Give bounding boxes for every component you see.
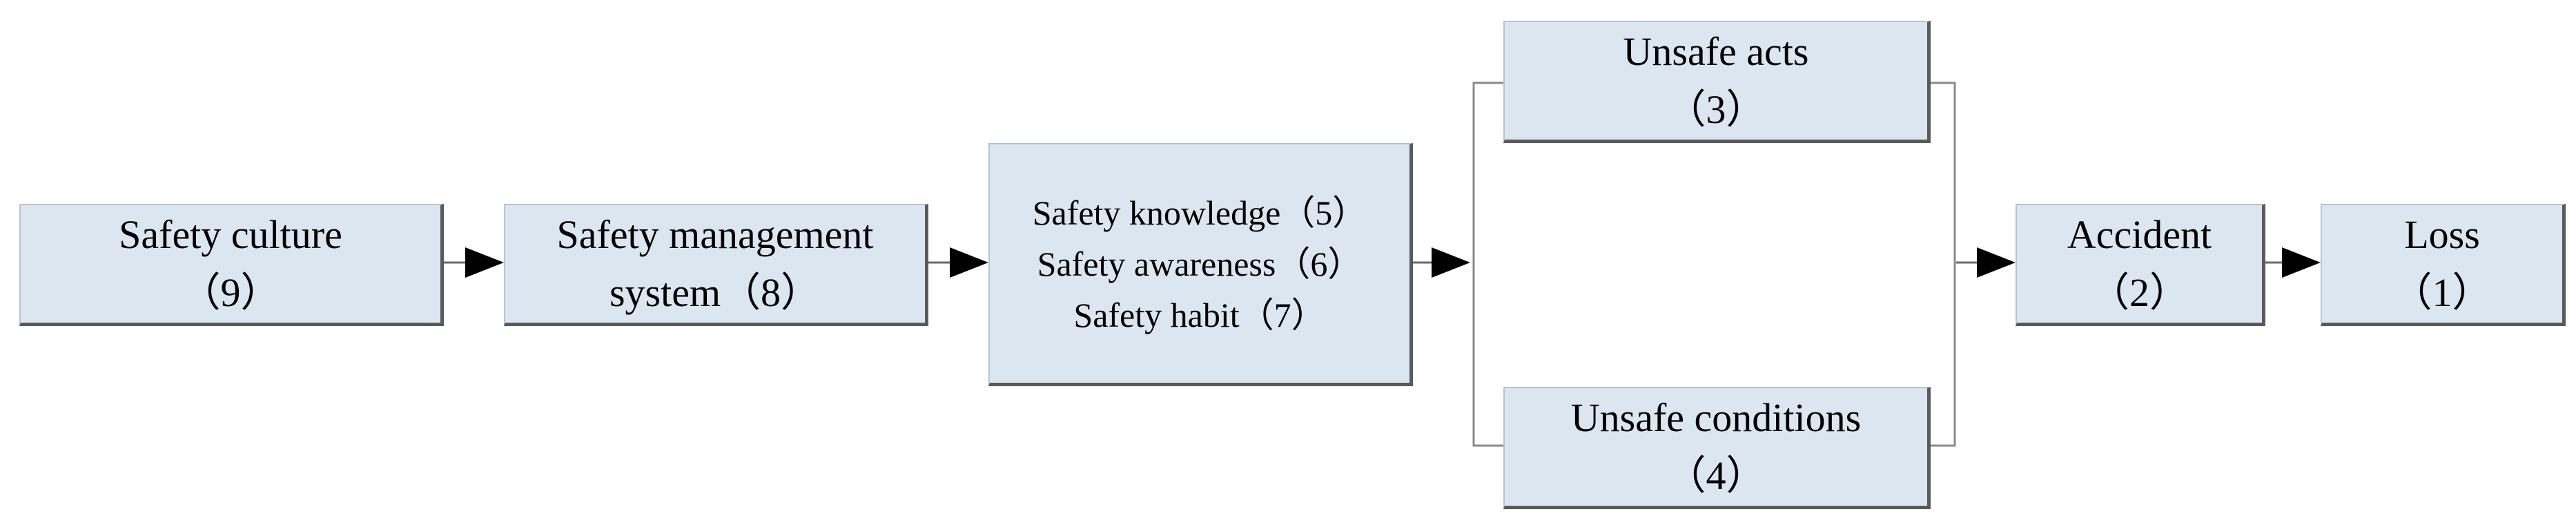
safety-habit-label: Safety habit（7） (1073, 295, 1326, 334)
safety-culture-number: （9） (180, 270, 281, 315)
safety-management-label: Safety management (556, 212, 874, 257)
arrowhead-accident-to-loss (2282, 247, 2321, 278)
left-bracket (1472, 82, 1503, 447)
arrowhead-management-to-factors (950, 247, 988, 278)
safety-awareness-label: Safety awareness（6） (1037, 244, 1363, 283)
loss-box: Loss （1） (2321, 204, 2566, 326)
accident-box: Accident （2） (2016, 204, 2265, 326)
accident-number: （2） (2089, 270, 2189, 315)
arrowhead-bracket-to-accident (1977, 247, 2016, 278)
unsafe-conditions-number: （4） (1666, 453, 1766, 498)
unsafe-acts-label: Unsafe acts (1623, 29, 1809, 74)
safety-management-system-box: Safety management system（8） (504, 204, 928, 326)
unsafe-acts-box: Unsafe acts （3） (1503, 21, 1931, 143)
safety-culture-label: Safety culture (119, 212, 342, 257)
loss-label: Loss (2404, 212, 2480, 257)
safety-culture-box: Safety culture （9） (19, 204, 444, 326)
unsafe-acts-number: （3） (1666, 87, 1766, 132)
loss-number: （1） (2392, 270, 2492, 315)
arrowhead-culture-to-management (465, 247, 504, 278)
right-bracket (1931, 82, 1956, 447)
unsafe-conditions-box: Unsafe conditions （4） (1503, 387, 1931, 509)
personal-factors-box: Safety knowledge（5） Safety awareness（6） … (988, 143, 1413, 386)
safety-management-number: system（8） (609, 270, 821, 315)
arrowhead-factors-to-bracket (1432, 247, 1470, 278)
accident-label: Accident (2067, 212, 2212, 257)
safety-knowledge-label: Safety knowledge（5） (1032, 193, 1367, 232)
unsafe-conditions-label: Unsafe conditions (1570, 395, 1862, 440)
